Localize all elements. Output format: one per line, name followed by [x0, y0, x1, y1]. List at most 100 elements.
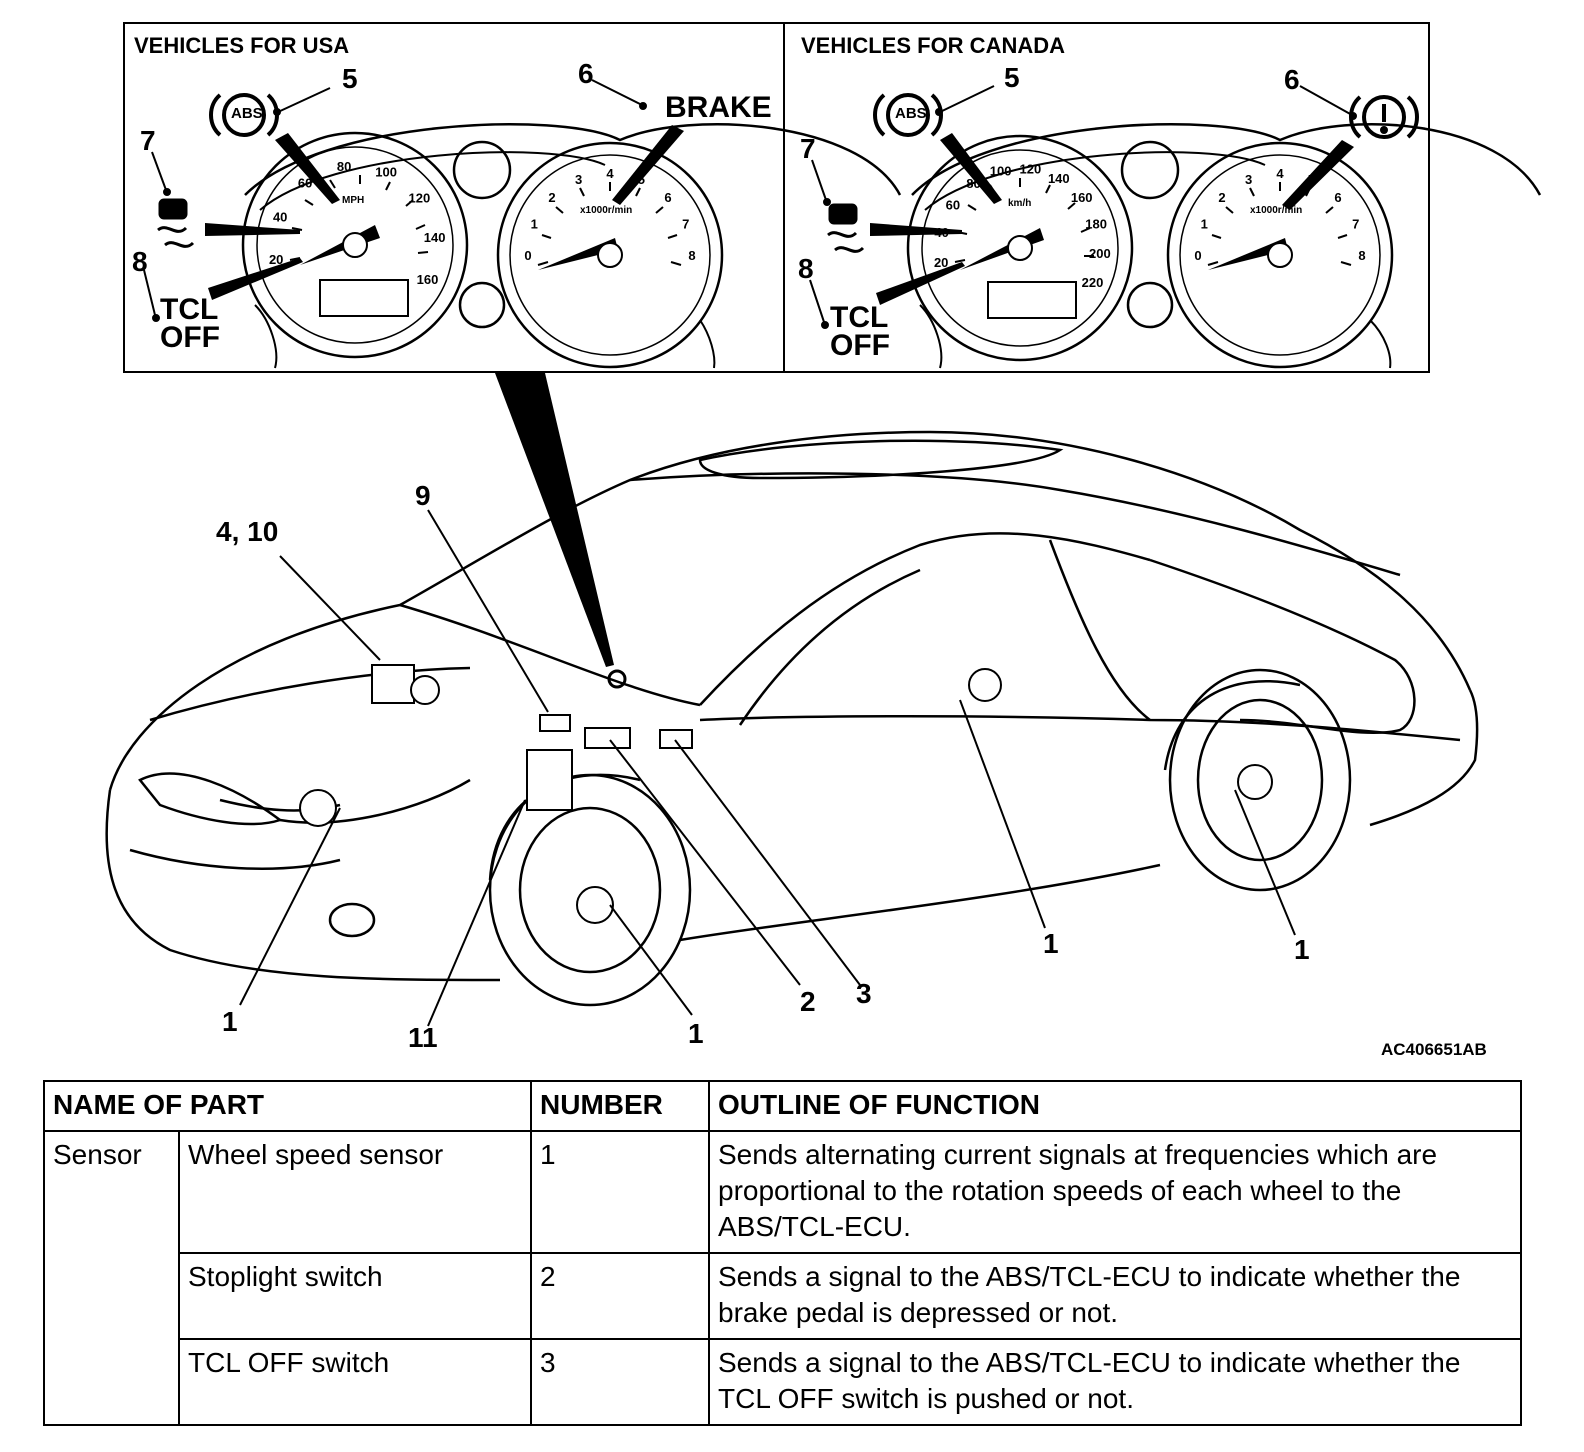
canada-off-text: OFF — [830, 329, 890, 362]
abs-tcl-ecu-box — [526, 749, 573, 811]
usa-slip-pointer — [205, 223, 300, 236]
usa-callout-8: 8 — [132, 246, 148, 277]
canada-abs-pointer — [940, 133, 1002, 204]
canada-tcl-text: TCL — [830, 301, 889, 334]
usa-speedo-unit: MPH — [342, 195, 365, 206]
canada-speedo-tick-label: 60 — [946, 197, 960, 212]
canada-slip-pointer — [870, 223, 962, 236]
usa-speedo-tick-label: 160 — [417, 272, 439, 287]
canada-tacho-tick-label: 7 — [1352, 217, 1359, 232]
table-row: TCL OFF switch 3 Sends a signal to the A… — [44, 1338, 1522, 1426]
stoplight-switch-box — [584, 727, 631, 749]
canada-tacho-tick-label: 5 — [1308, 172, 1315, 187]
canada-tacho-tick-label: 1 — [1201, 217, 1208, 232]
usa-speedo-tick-label: 60 — [298, 176, 312, 191]
usa-speedo-tick-label: 80 — [337, 159, 351, 174]
canada-speedo-unit: km/h — [1008, 198, 1032, 209]
canada-speedo-tick-label: 140 — [1048, 171, 1070, 186]
header-name-of-part: NAME OF PART — [43, 1080, 532, 1132]
canada-speedo-tick-label: 40 — [934, 225, 948, 240]
usa-callout-6: 6 — [578, 58, 594, 89]
usa-tacho-tick-label: 3 — [575, 172, 582, 187]
instrument-panel-frame — [123, 22, 1430, 373]
table-header-row: NAME OF PART NUMBER OUTLINE OF FUNCTION — [43, 1080, 1522, 1132]
part-name-cell: Stoplight switch — [178, 1252, 532, 1340]
usa-abs-pointer — [275, 133, 340, 204]
part-function-cell: Sends a signal to the ABS/TCL-ECU to ind… — [708, 1252, 1522, 1340]
canada-speedo-tick-label: 180 — [1085, 216, 1107, 231]
usa-speedo-tick-label: 20 — [269, 252, 283, 267]
usa-speedo-tick-label: 40 — [273, 210, 287, 225]
usa-tacho-tick-label: 1 — [531, 217, 538, 232]
canada-tacho-tick-label: 4 — [1276, 166, 1284, 181]
front-left-wheel-sensor-ring — [299, 789, 337, 827]
component-9-box — [539, 714, 571, 732]
car-callout-1-front-wheel: 1 — [688, 1018, 704, 1049]
canada-speedo-tick-label: 20 — [934, 255, 948, 270]
canada-brake-pointer — [1282, 140, 1354, 210]
usa-slip-indicator-icon — [157, 198, 195, 248]
usa-tacho-tick-label: 8 — [688, 248, 695, 263]
usa-tcl-pointer — [208, 258, 303, 300]
canada-brake-warning-icon — [1349, 95, 1419, 139]
car-callout-4-10: 4, 10 — [216, 516, 279, 547]
car-callout-1-mid: 1 — [1043, 928, 1059, 959]
parts-table: NAME OF PART NUMBER OUTLINE OF FUNCTION … — [43, 1080, 1522, 1426]
usa-tcl-off-label: TCL OFF — [160, 293, 220, 353]
usa-odometer-display — [319, 279, 409, 317]
usa-tacho-tick-label: 7 — [682, 217, 689, 232]
figure-id: AC406651AB — [1381, 1040, 1487, 1059]
tcl-off-switch-box — [659, 729, 693, 749]
car-illustration — [105, 430, 1479, 1007]
table-row: Sensor Wheel speed sensor 1 Sends altern… — [43, 1130, 1522, 1426]
canada-tacho-tick-label: 8 — [1358, 248, 1365, 263]
car-components — [299, 664, 1273, 924]
usa-speedo-tick-label: 140 — [424, 230, 446, 245]
usa-callout-5: 5 — [342, 63, 358, 94]
usa-tacho-tick-label: 5 — [638, 172, 645, 187]
canada-tacho-needle — [1208, 238, 1288, 270]
usa-speedo-tick-label: 120 — [409, 191, 431, 206]
group-cell: Sensor — [43, 1130, 180, 1426]
rear-wheel-sensor-ring — [1237, 764, 1273, 800]
canada-odometer-display — [987, 281, 1077, 319]
table-row: Stoplight switch 2 Sends a signal to the… — [44, 1252, 1522, 1340]
usa-callout-7: 7 — [140, 125, 156, 156]
canada-tcl-pointer — [876, 262, 965, 305]
hydraulic-unit — [371, 664, 415, 704]
part-function-cell: Sends a signal to the ABS/TCL-ECU to ind… — [708, 1338, 1522, 1426]
panel-location-pointer — [495, 373, 614, 667]
canada-cluster — [906, 123, 1542, 369]
front-wheel-sensor-ring — [576, 886, 614, 924]
car-callout-1-rear: 1 — [1294, 934, 1310, 965]
canada-speedo-tick-label: 100 — [990, 163, 1012, 178]
usa-tacho-tick-label: 4 — [606, 166, 614, 181]
panel-divider — [783, 22, 785, 373]
header-number: NUMBER — [530, 1080, 710, 1132]
canada-speedo-tick-label: 200 — [1089, 246, 1111, 261]
part-function-cell: Sends alternating current signals at fre… — [708, 1130, 1522, 1254]
car-callout-11: 11 — [408, 1022, 438, 1053]
hydraulic-unit-motor — [410, 675, 440, 705]
usa-tacho-unit: x1000r/min — [580, 205, 633, 216]
usa-panel-title: VEHICLES FOR USA — [134, 33, 350, 58]
car-callout-9: 9 — [415, 480, 431, 511]
canada-tacho-tick-label: 6 — [1334, 190, 1341, 205]
canada-callout-7: 7 — [800, 133, 816, 164]
canada-tacho-tick-label: 0 — [1194, 248, 1201, 263]
canada-callout-6: 6 — [1284, 64, 1300, 95]
usa-tacho-tick-label: 2 — [548, 190, 555, 205]
usa-abs-label: ABS — [231, 105, 263, 122]
canada-callout-8: 8 — [798, 253, 814, 284]
usa-cluster — [241, 123, 902, 369]
canada-panel-title: VEHICLES FOR CANADA — [801, 33, 1066, 58]
canada-tcl-off-label: TCL OFF — [830, 301, 890, 362]
usa-tcl-text: TCL — [160, 293, 219, 326]
canada-slip-indicator-icon — [827, 203, 865, 253]
usa-speedo-tick-label: 100 — [375, 164, 397, 179]
canada-speedo-tick-label: 120 — [1020, 162, 1042, 177]
part-name-cell: Wheel speed sensor — [178, 1130, 532, 1254]
part-number-cell: 1 — [530, 1130, 710, 1254]
car-callout-2: 2 — [800, 986, 816, 1017]
